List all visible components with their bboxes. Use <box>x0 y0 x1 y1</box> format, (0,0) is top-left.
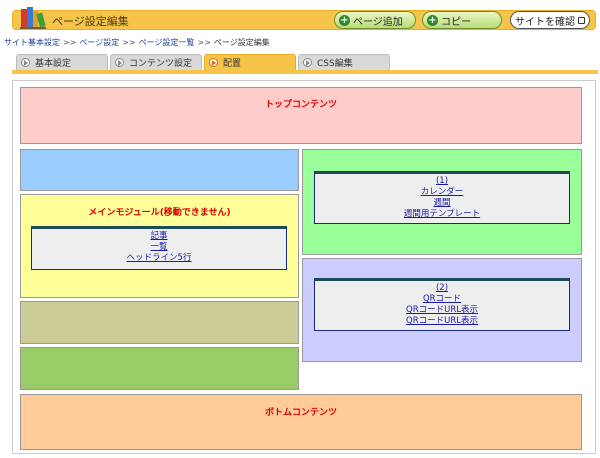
books-icon <box>20 7 46 29</box>
add-page-label: ページ追加 <box>353 16 403 28</box>
top-content-zone[interactable]: トップコンテンツ <box>20 87 582 144</box>
top-content-title: トップコンテンツ <box>264 100 337 110</box>
module-link-article[interactable]: 記事 <box>150 231 168 241</box>
module-number[interactable]: (1) <box>435 176 449 186</box>
bottom-content-zone[interactable]: ボトムコンテンツ <box>20 394 582 450</box>
module-link-list[interactable]: 一覧 <box>150 242 168 252</box>
tab-content-settings[interactable]: コンテンツ設定 <box>110 54 202 70</box>
right-module-2[interactable]: (2) QRコード QRコードURL表示 QRコードURL表示 <box>314 278 570 331</box>
module-link-calendar[interactable]: カレンダー <box>420 187 464 197</box>
view-site-label: サイトを確認 <box>515 16 575 28</box>
header: ページ設定編集 + ページ追加 + コピー サイトを確認 <box>0 0 600 36</box>
right-module-1[interactable]: (1) カレンダー 週間 週間用テンプレート <box>314 171 570 224</box>
tab-basic-settings[interactable]: 基本設定 <box>16 54 108 70</box>
lock-icon <box>578 16 585 24</box>
tab-underline <box>12 70 598 74</box>
left-zone-3[interactable] <box>20 301 299 344</box>
module-link-weekly-template[interactable]: 週間用テンプレート <box>403 209 481 219</box>
plus-icon: + <box>339 14 350 26</box>
layout-frame <box>12 80 596 454</box>
arrow-circle-icon <box>115 58 124 67</box>
view-site-button[interactable]: サイトを確認 <box>510 11 590 29</box>
page-title: ページ設定編集 <box>52 15 129 28</box>
module-link-weekly[interactable]: 週間 <box>433 198 451 208</box>
left-zone-1[interactable] <box>20 149 299 191</box>
main-module-box: 記事 一覧 ヘッドライン5行 <box>31 226 287 270</box>
add-page-button[interactable]: + ページ追加 <box>334 11 416 29</box>
module-link-qrcode-url-2[interactable]: QRコードURL表示 <box>406 316 478 326</box>
tab-label: 基本設定 <box>35 59 72 69</box>
breadcrumb-page-list[interactable]: ページ設定一覧 <box>138 38 195 47</box>
right-zone-2[interactable]: (2) QRコード QRコードURL表示 QRコードURL表示 <box>302 258 582 362</box>
arrow-circle-icon <box>303 58 312 67</box>
copy-button[interactable]: + コピー <box>422 11 502 29</box>
breadcrumb-site-settings[interactable]: サイト基本設定 <box>4 38 60 47</box>
tab-label: コンテンツ設定 <box>129 59 193 69</box>
main-module-title: メインモジュール(移動できません) <box>88 208 231 218</box>
breadcrumb-current: ページ設定編集 <box>213 38 270 47</box>
tab-label: CSS編集 <box>317 59 353 69</box>
plus-icon: + <box>427 14 438 26</box>
breadcrumb: サイト基本設定>>ページ設定>>ページ設定一覧>>ページ設定編集 <box>4 38 270 47</box>
bottom-content-title: ボトムコンテンツ <box>264 408 337 418</box>
left-zone-4[interactable] <box>20 347 299 390</box>
tab-css-edit[interactable]: CSS編集 <box>298 54 390 70</box>
tab-label: 配置 <box>223 59 242 69</box>
right-zone-1[interactable]: (1) カレンダー 週間 週間用テンプレート <box>302 149 582 255</box>
module-link-qrcode-url[interactable]: QRコードURL表示 <box>406 305 478 315</box>
module-link-qrcode[interactable]: QRコード <box>422 294 462 304</box>
tab-layout[interactable]: 配置 <box>204 54 296 70</box>
breadcrumb-page-settings[interactable]: ページ設定 <box>79 38 120 47</box>
arrow-circle-icon <box>209 58 218 67</box>
copy-label: コピー <box>441 16 471 28</box>
module-number[interactable]: (2) <box>435 283 449 293</box>
module-link-headline[interactable]: ヘッドライン5行 <box>126 253 192 263</box>
main-module-zone: メインモジュール(移動できません) 記事 一覧 ヘッドライン5行 <box>20 194 299 298</box>
arrow-circle-icon <box>21 58 30 67</box>
